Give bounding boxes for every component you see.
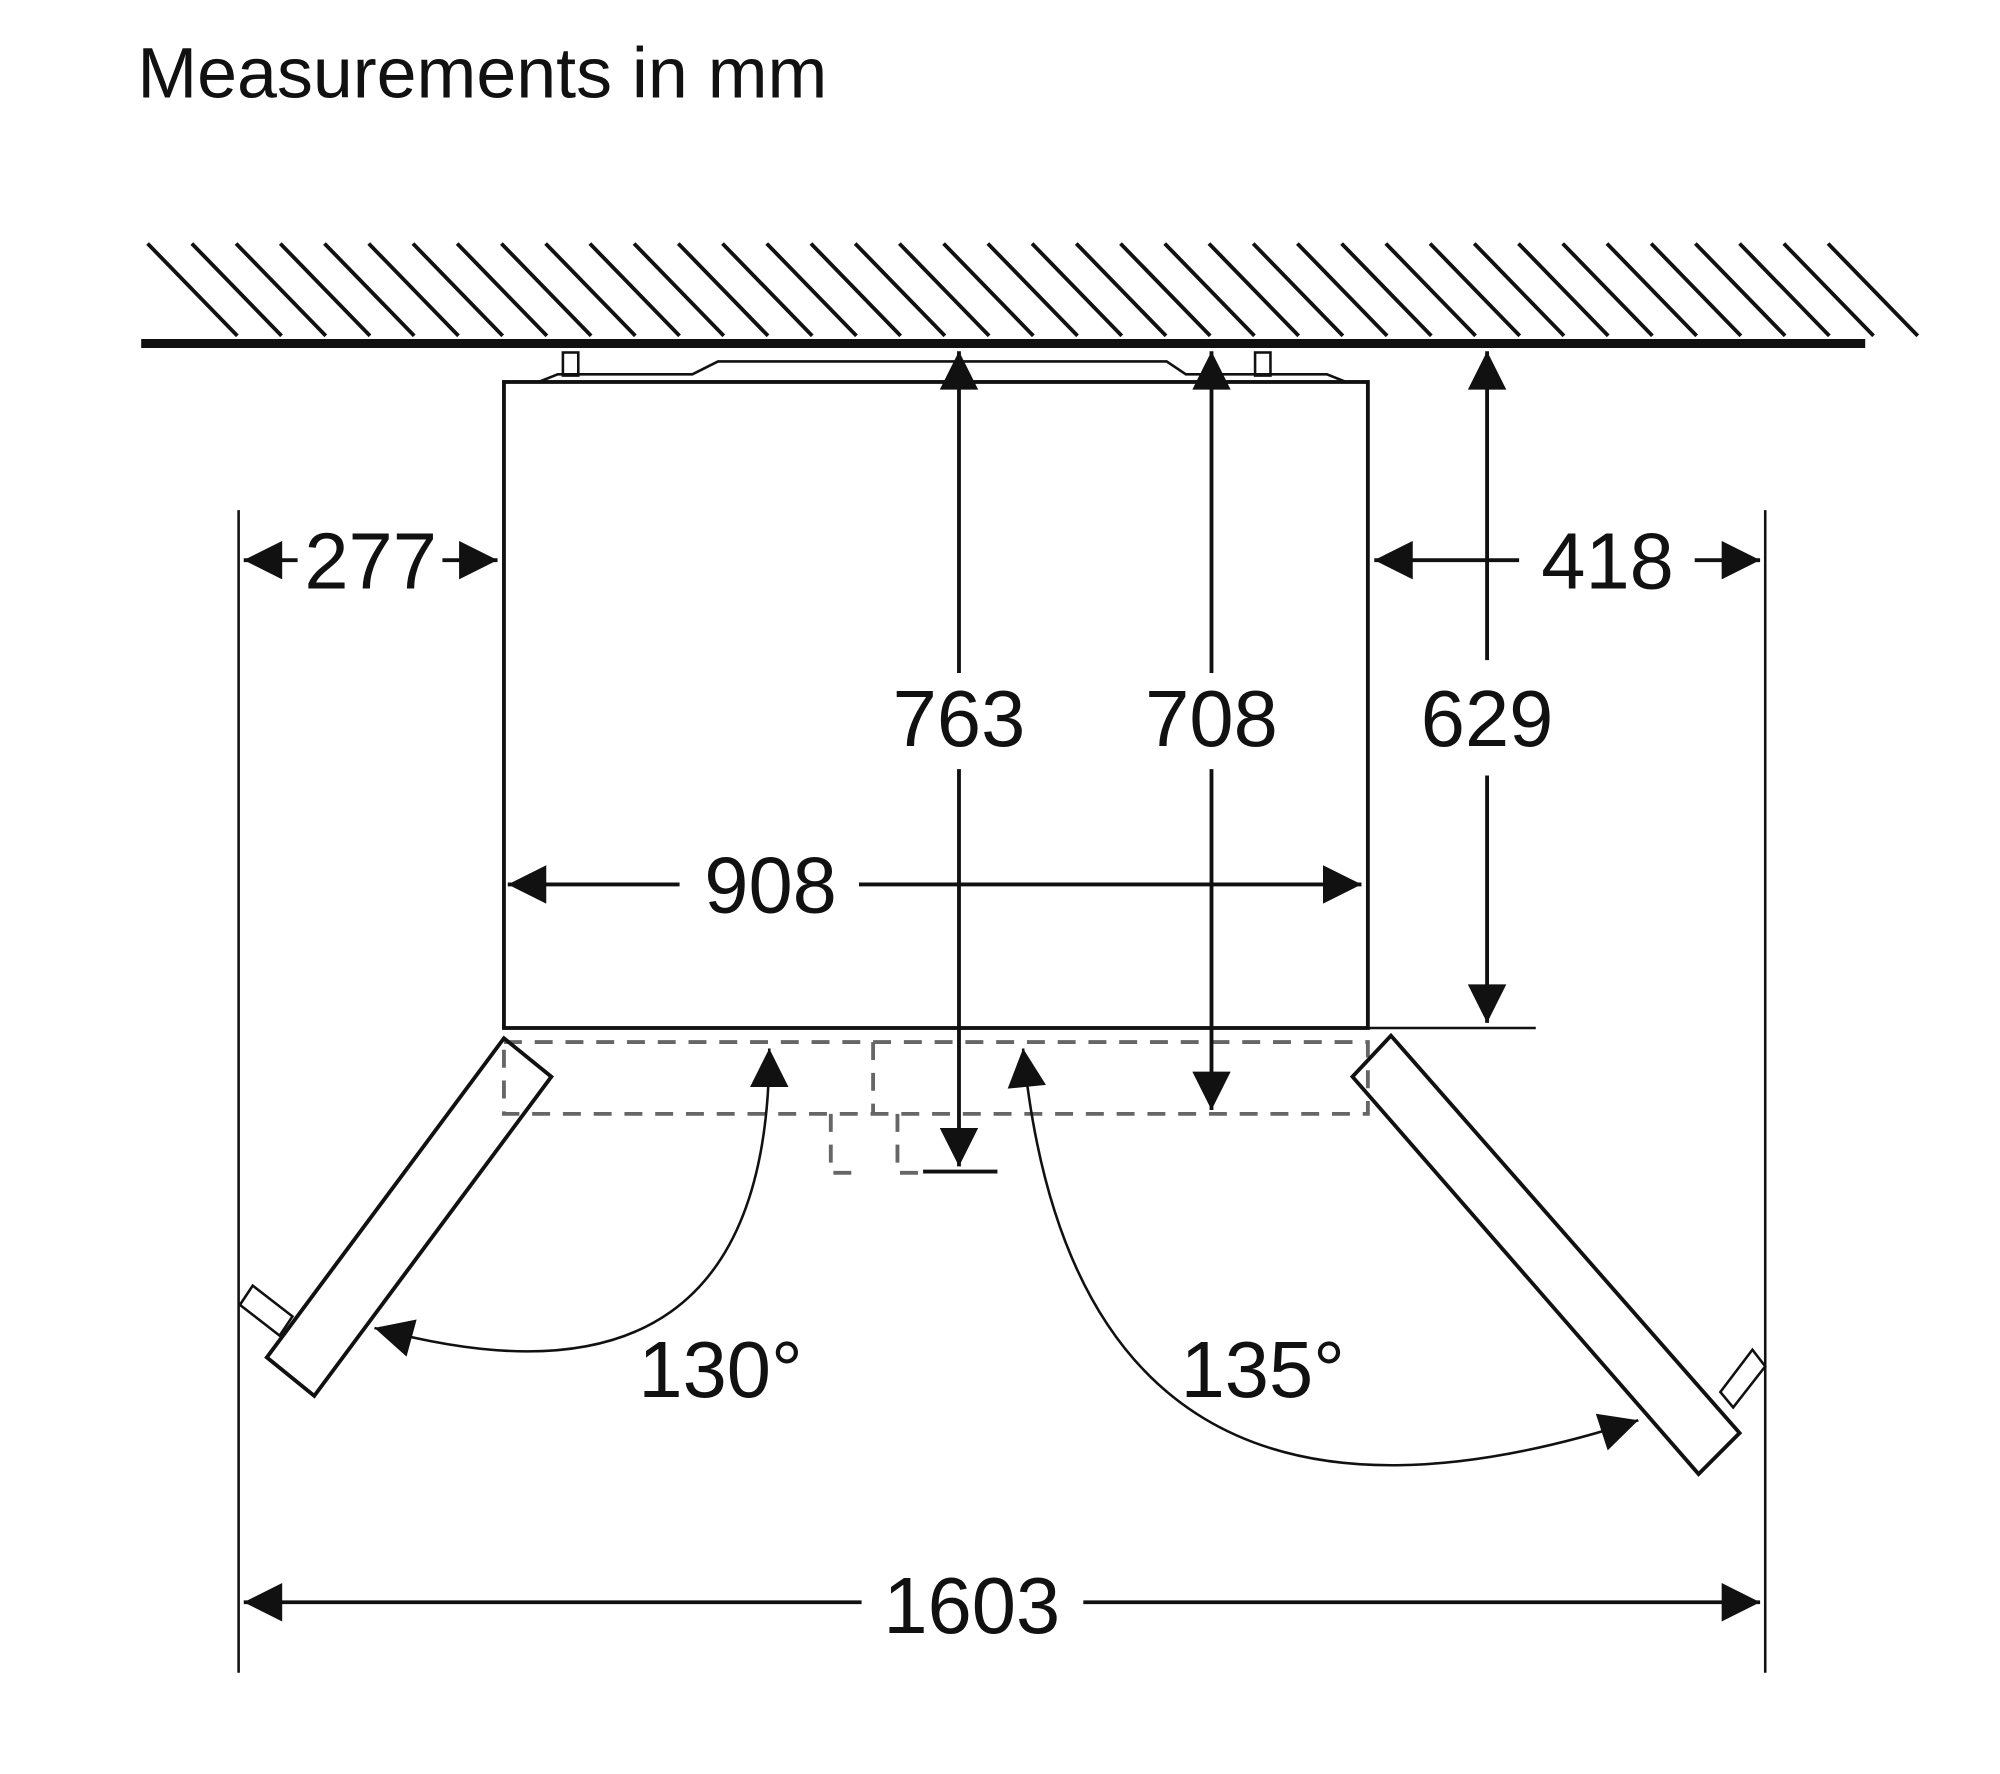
wall-hatch-line: [1738, 242, 1831, 338]
wall-hatch-line: [234, 242, 328, 338]
left-door-swing-arc: [374, 1048, 789, 1357]
wall-hatch-line: [367, 242, 460, 338]
door-outline-dashed: [502, 1040, 1370, 1175]
wall-hatch-line: [1605, 242, 1699, 338]
wall-hatch-line: [1782, 242, 1875, 338]
wall-hatch-line: [146, 242, 239, 338]
label-277: 277: [304, 516, 437, 605]
label-763: 763: [893, 674, 1026, 763]
wall-hatch-line: [1428, 242, 1522, 338]
wall-hatch-line: [898, 242, 991, 338]
wall-hatch-line: [676, 242, 770, 338]
diagram-title: Measurements in mm: [137, 33, 827, 113]
wall-hatch-line: [1826, 242, 1920, 338]
wall-hatch-line: [1207, 242, 1301, 338]
label-418: 418: [1541, 516, 1674, 605]
wall-hatch-line: [411, 242, 505, 338]
wall-hatch-line: [1517, 242, 1610, 338]
wall-hatch-line: [942, 242, 1035, 338]
label-908: 908: [704, 841, 837, 930]
wall-hatch-line: [1163, 242, 1256, 338]
wall-hatch-line: [721, 242, 814, 338]
wall: [146, 242, 1920, 338]
wall-hatch-line: [1030, 242, 1124, 338]
wall-hatch-line: [1472, 242, 1566, 338]
label-135-degrees: 135°: [1181, 1325, 1345, 1414]
label-629: 629: [1421, 674, 1554, 763]
wall-hatch-line: [1251, 242, 1345, 338]
label-1603: 1603: [883, 1561, 1060, 1650]
wall-hatch-line: [1119, 242, 1212, 338]
wall-hatch-line: [986, 242, 1079, 338]
wall-hatch-line: [278, 242, 372, 338]
wall-hatch-line: [544, 242, 637, 338]
right-door: [1349, 1032, 1767, 1477]
wall-hatch-line: [853, 242, 947, 338]
label-708: 708: [1145, 674, 1278, 763]
wall-hatch-line: [190, 242, 283, 338]
wall-hatch-line: [1074, 242, 1168, 338]
wall-hatch-line: [500, 242, 593, 338]
wall-hatch-line: [455, 242, 549, 338]
wall-hatch-line: [1561, 242, 1654, 338]
wall-hatch-line: [809, 242, 903, 338]
wall-hatch-line: [632, 242, 726, 338]
wall-hatch-line: [323, 242, 416, 338]
wall-hatch-line: [765, 242, 858, 338]
label-130-degrees: 130°: [638, 1325, 802, 1414]
fridge-body: [502, 351, 1536, 1030]
wall-hatch-line: [1295, 242, 1389, 338]
wall-hatch-line: [1340, 242, 1433, 338]
wall-hatch-line: [1384, 242, 1477, 338]
wall-hatch-line: [1649, 242, 1743, 338]
right-door-swing-arc: [1007, 1048, 1639, 1467]
wall-hatch-line: [1693, 242, 1787, 338]
wall-hatch-line: [588, 242, 681, 338]
